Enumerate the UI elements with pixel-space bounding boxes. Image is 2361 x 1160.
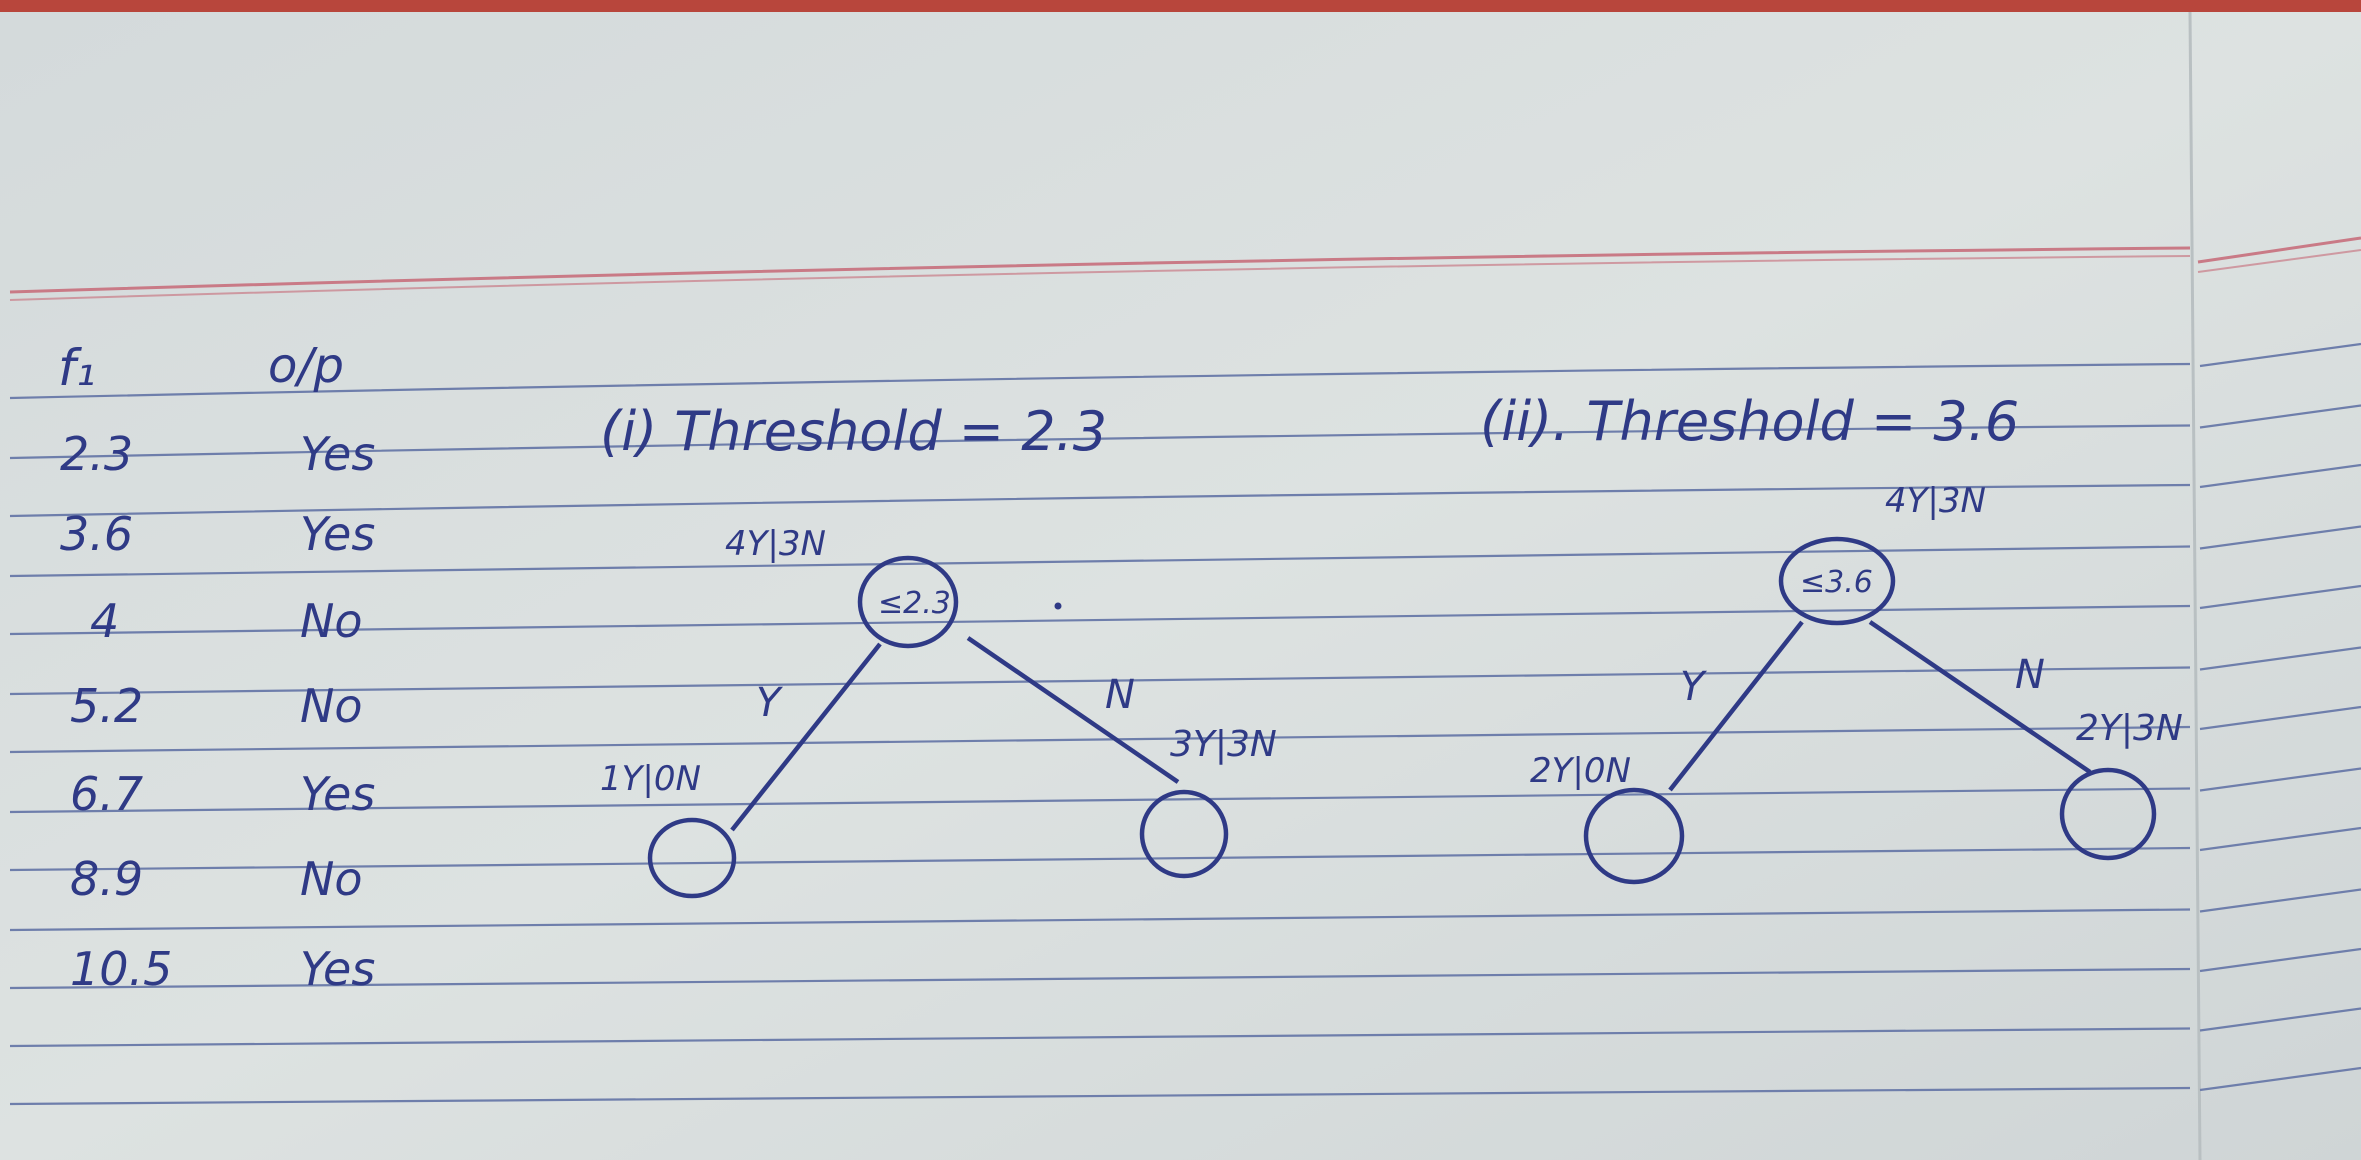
table-row: 2.3 Yes <box>60 427 375 481</box>
ruled-line <box>9 362 2191 400</box>
ruled-lines <box>9 342 2361 1106</box>
feature-value: 3.6 <box>60 507 133 561</box>
column-header-output: o/p <box>268 338 344 394</box>
page-edge <box>2188 11 2202 1160</box>
decision-tree-threshold-2-3: (i) Threshold = 2.3 4Y|3N ≤2.3 Y N 1Y|0N… <box>600 400 1277 899</box>
ruled-line <box>2199 1066 2361 1092</box>
feature-value: 10.5 <box>70 942 172 996</box>
right-count: 2Y|3N <box>2076 708 2183 749</box>
feature-value: 8.9 <box>70 852 143 906</box>
output-value: Yes <box>300 942 375 996</box>
ruled-line <box>9 846 2191 872</box>
ruled-line <box>9 1027 2191 1048</box>
background-cloth <box>0 0 2361 14</box>
ruled-line <box>2199 404 2361 429</box>
root-node <box>857 555 959 649</box>
ruled-line <box>9 1086 2191 1106</box>
table-row: 6.7 Yes <box>70 767 375 821</box>
feature-value: 4 <box>90 594 119 648</box>
ruled-line <box>2199 463 2361 489</box>
root-count: 4Y|3N <box>725 524 826 564</box>
left-count: 1Y|0N <box>600 759 701 799</box>
ruled-line <box>2199 525 2361 550</box>
margin-lines <box>9 236 2361 301</box>
ruled-line <box>2199 1007 2361 1032</box>
tree-title: (i) Threshold = 2.3 <box>600 400 1107 463</box>
ruled-line <box>2199 888 2361 913</box>
left-count: 2Y|0N <box>1530 751 1631 791</box>
output-value: No <box>300 852 363 906</box>
ruled-line <box>2199 705 2361 731</box>
left-branch <box>730 642 882 832</box>
ruled-line <box>2199 826 2361 852</box>
feature-value: 6.7 <box>70 767 143 821</box>
right-edge-label: N <box>2015 652 2045 698</box>
ruled-line <box>9 787 2191 814</box>
right-branch <box>1868 620 2092 774</box>
right-leaf-node <box>2059 767 2157 861</box>
decision-tree-threshold-3-6: (ii). Threshold = 3.6 4Y|3N ≤3.6 Y N 2Y|… <box>1480 390 2183 885</box>
root-node <box>1778 536 1896 626</box>
right-leaf-node <box>1139 789 1229 879</box>
table-row: 5.2 No <box>70 679 363 733</box>
left-edge-label: Y <box>1680 664 1708 710</box>
ruled-line <box>2199 646 2361 671</box>
output-value: Yes <box>300 767 375 821</box>
root-node-label: ≤2.3 <box>878 586 951 621</box>
root-node-label: ≤3.6 <box>1800 565 1873 600</box>
table-row: 4 No <box>90 594 363 648</box>
output-value: No <box>300 679 363 733</box>
ruled-line <box>9 908 2191 932</box>
ruled-line <box>2199 947 2361 973</box>
ruled-line <box>9 424 2191 460</box>
output-value: Yes <box>300 507 375 561</box>
right-branch <box>966 636 1180 784</box>
table-row: 8.9 No <box>70 852 363 906</box>
right-count: 3Y|3N <box>1170 724 1277 765</box>
feature-value: 2.3 <box>60 427 133 481</box>
table-row: 10.5 Yes <box>70 942 375 996</box>
tree-title: (ii). Threshold = 3.6 <box>1480 390 2019 453</box>
table-row: 3.6 Yes <box>60 507 375 561</box>
ruled-line <box>2199 767 2361 792</box>
feature-value: 5.2 <box>70 679 143 733</box>
ruled-line <box>9 967 2191 990</box>
left-branch <box>1668 620 1804 792</box>
ink-dot <box>1054 602 1062 610</box>
output-value: No <box>300 594 363 648</box>
ruled-line <box>9 483 2191 518</box>
left-leaf-node <box>647 817 737 899</box>
ruled-line <box>2199 342 2361 368</box>
left-edge-label: Y <box>756 680 784 726</box>
right-edge-label: N <box>1105 672 1135 718</box>
root-count: 4Y|3N <box>1885 481 1986 521</box>
paper-sheet <box>0 12 2361 1160</box>
column-header-feature: f₁ <box>58 339 96 397</box>
left-leaf-node <box>1583 787 1685 885</box>
output-value: Yes <box>300 427 375 481</box>
ruled-line <box>2199 584 2361 610</box>
